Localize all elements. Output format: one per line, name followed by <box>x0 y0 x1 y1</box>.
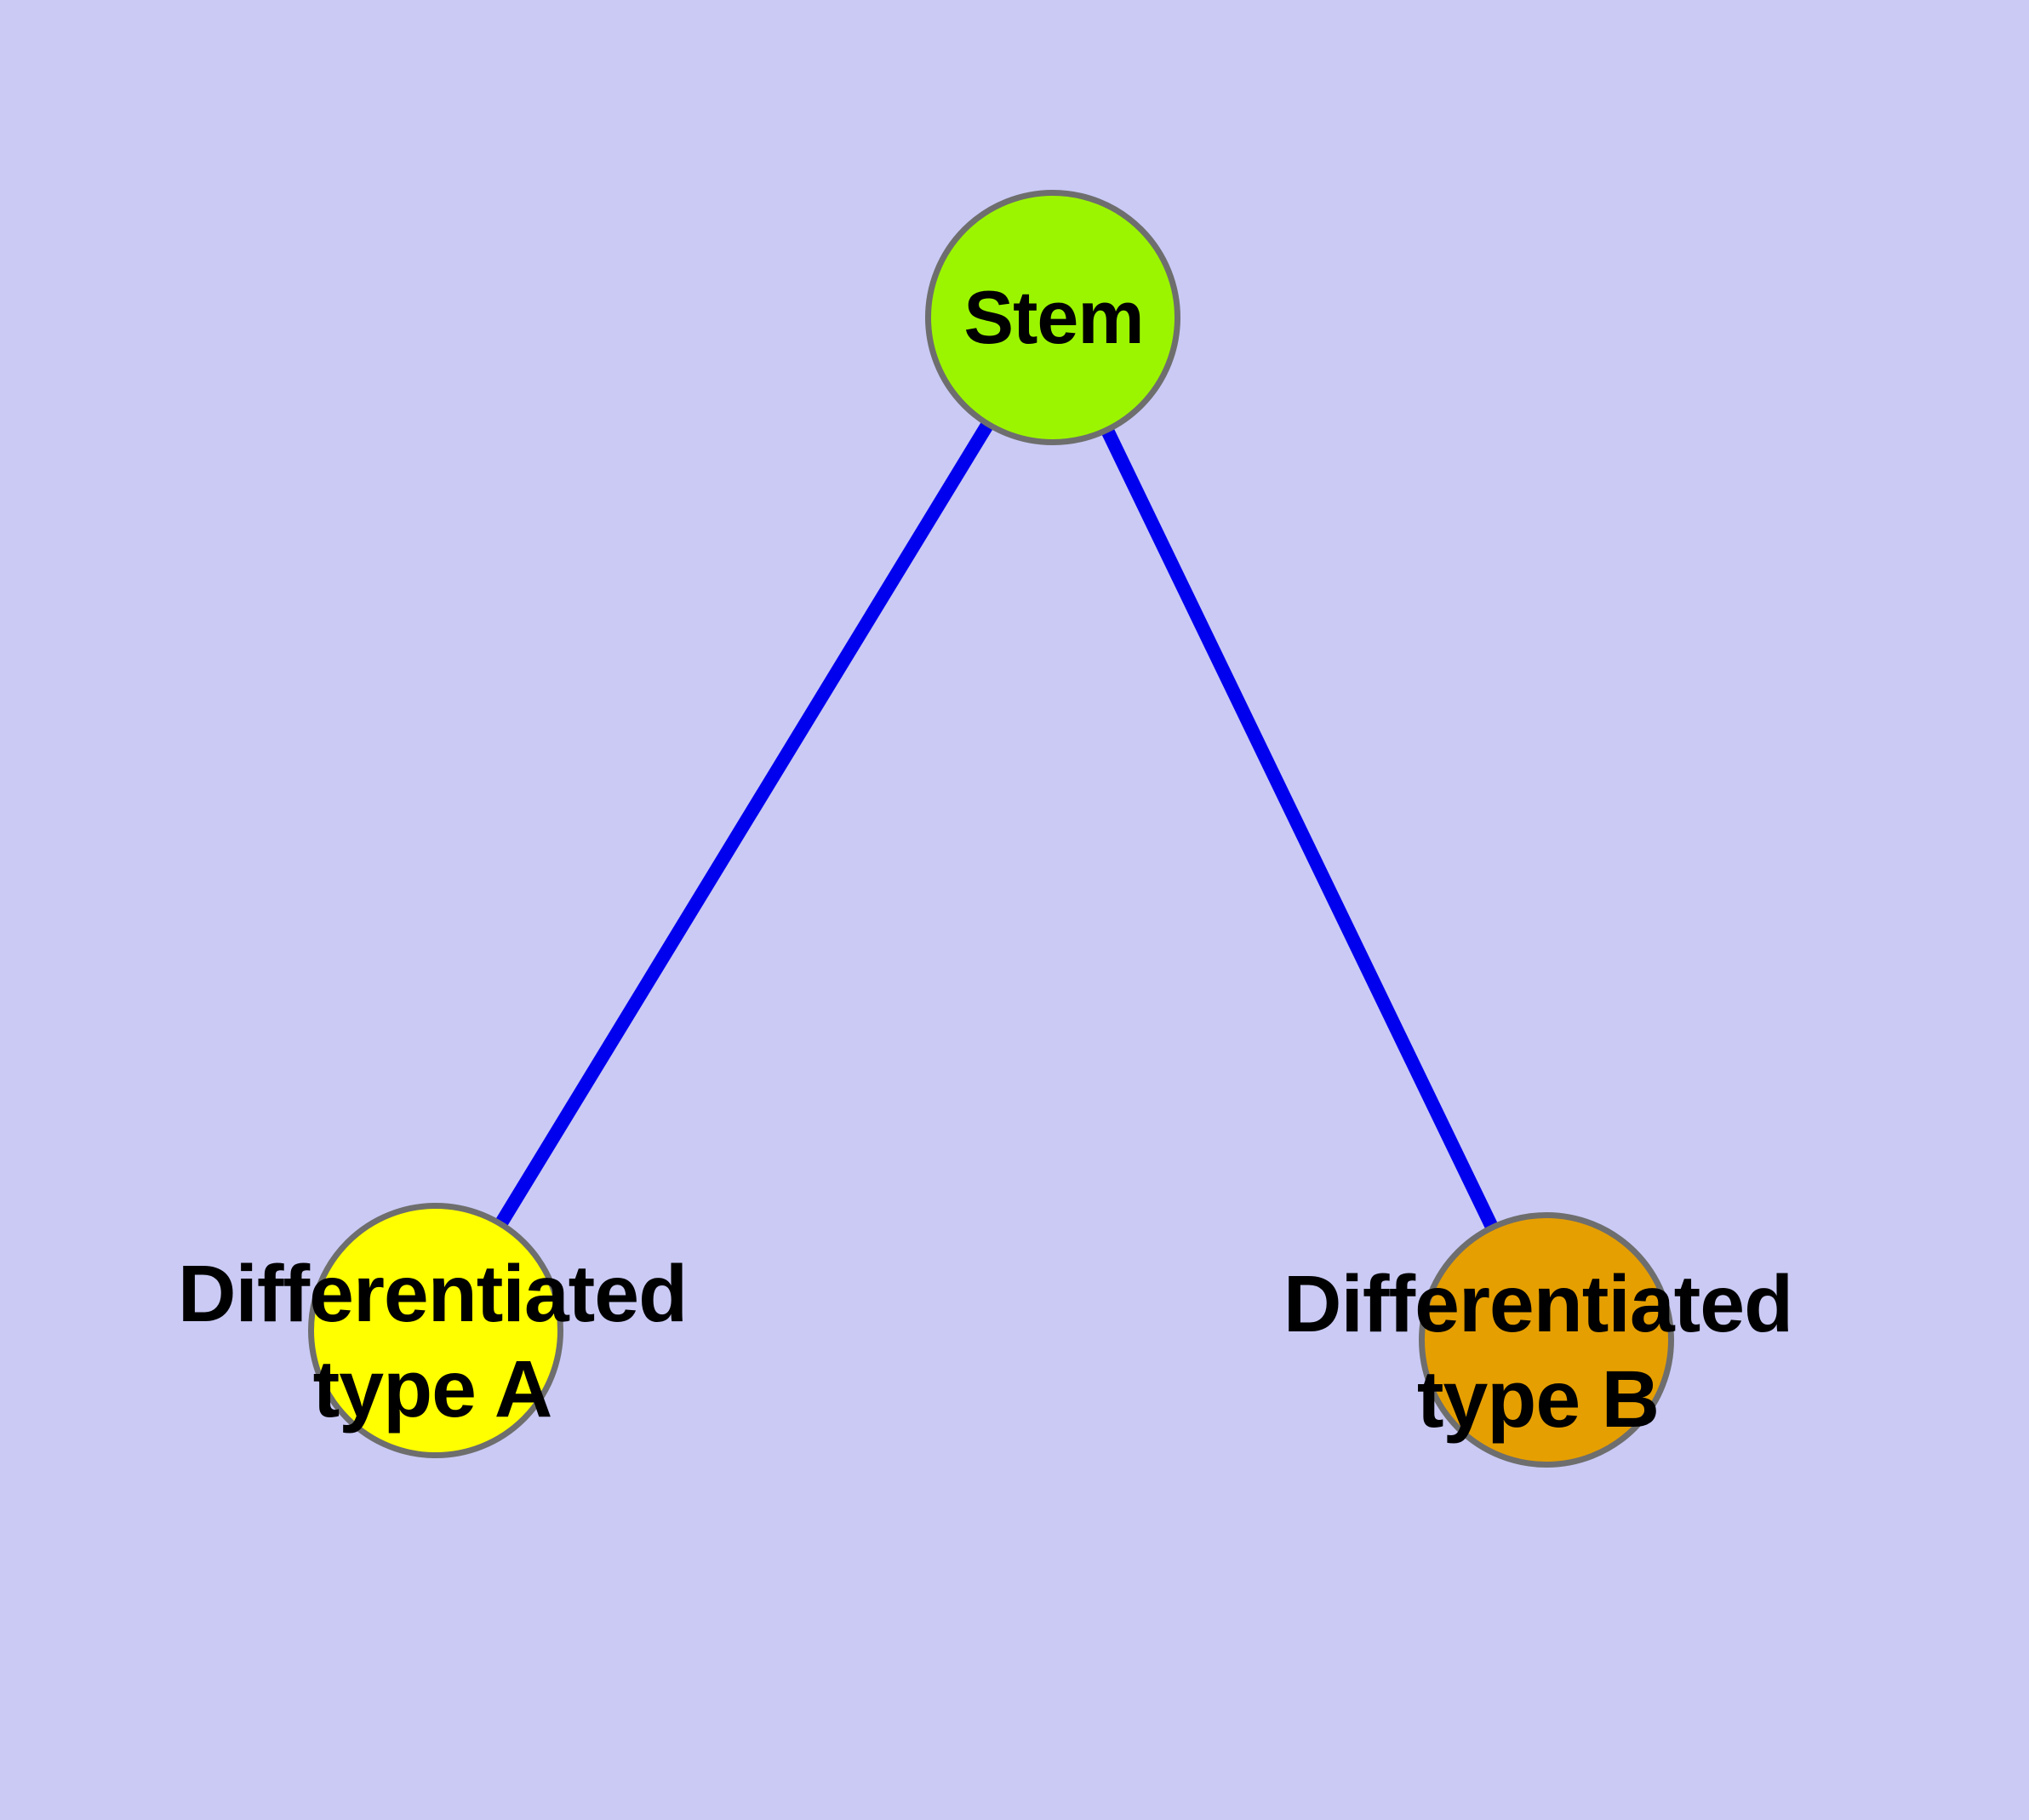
label-line: type B <box>1416 1354 1660 1445</box>
edge-stem-to-type-a <box>430 313 1059 1335</box>
label-line: Stem <box>963 275 1144 359</box>
label-line: type A <box>312 1344 553 1434</box>
node-stem <box>925 190 1180 445</box>
label-line: Differentiated <box>1283 1259 1793 1349</box>
edge-stem-to-type-b <box>1046 314 1553 1343</box>
node-differentiated-type-a-label: Differentiated type A <box>177 1246 688 1437</box>
node-differentiated-type-b <box>1419 1212 1674 1468</box>
node-differentiated-type-b-label: Differentiated type B <box>1283 1256 1793 1447</box>
node-stem-label: Stem <box>963 275 1144 359</box>
node-differentiated-type-a <box>308 1203 563 1458</box>
label-line: Differentiated <box>177 1249 688 1339</box>
